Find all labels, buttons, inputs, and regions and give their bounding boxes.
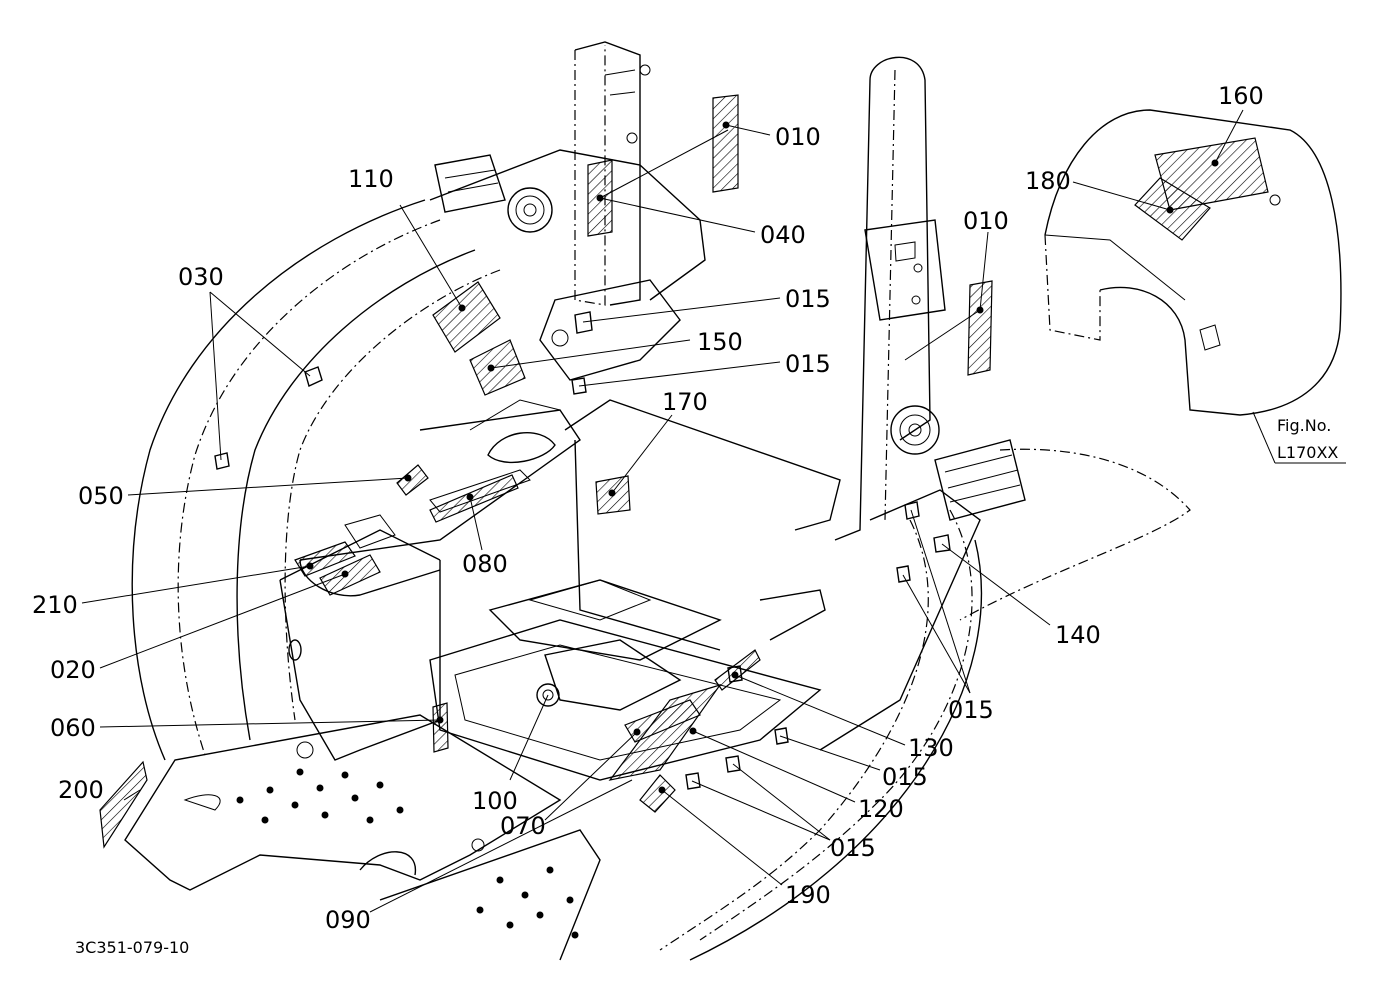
- callout-015: 015: [948, 696, 994, 724]
- callout-190: 190: [785, 881, 831, 909]
- right-work-light: [890, 405, 1026, 521]
- callout-labels: 010 040 110 030 015 150 015 010 160 180 …: [32, 82, 1264, 934]
- callout-050: 050: [78, 482, 124, 510]
- left-console: [279, 409, 581, 761]
- callout-110: 110: [348, 165, 394, 193]
- callout-090: 090: [325, 906, 371, 934]
- decal-010-right: [967, 280, 993, 376]
- callout-015: 015: [830, 834, 876, 862]
- decal-080: [429, 474, 519, 523]
- callout-030: 030: [178, 263, 224, 291]
- callout-015: 015: [882, 763, 928, 791]
- right-fender: [659, 448, 1191, 961]
- rops-post-left: [539, 41, 681, 381]
- decal-020: [319, 554, 381, 596]
- callout-010: 010: [775, 123, 821, 151]
- callout-040: 040: [760, 221, 806, 249]
- fig-no-value: L170XX: [1277, 443, 1338, 462]
- callout-015: 015: [785, 350, 831, 378]
- callout-080: 080: [462, 550, 508, 578]
- left-fender: [131, 149, 706, 761]
- decal-110: [432, 281, 501, 353]
- callout-060: 060: [50, 714, 96, 742]
- decal-190: [639, 774, 676, 813]
- callout-150: 150: [697, 328, 743, 356]
- decal-070: [624, 699, 701, 743]
- callout-210: 210: [32, 591, 78, 619]
- leader-dots: [306, 121, 1219, 794]
- decal-200: [99, 760, 148, 849]
- callout-180: 180: [1025, 167, 1071, 195]
- rear-cover: [1044, 109, 1342, 416]
- decal-050: [396, 464, 429, 496]
- callout-200: 200: [58, 776, 104, 804]
- decal-010-left: [712, 94, 739, 193]
- callout-170: 170: [662, 388, 708, 416]
- floor-step: [124, 714, 601, 961]
- decal-120: [608, 683, 722, 781]
- drawing-number: 3C351-079-10: [75, 938, 189, 957]
- rops-post-right: [834, 56, 946, 541]
- leader-lines: [81, 109, 1244, 913]
- left-work-light: [434, 154, 553, 233]
- callout-130: 130: [908, 734, 954, 762]
- figure-reference: Fig.No. L170XX: [1252, 411, 1346, 464]
- callout-140: 140: [1055, 621, 1101, 649]
- callout-010: 010: [963, 207, 1009, 235]
- decal-130: [714, 649, 761, 691]
- callout-070: 070: [500, 812, 546, 840]
- decal-060: [432, 702, 449, 753]
- callout-100: 100: [472, 787, 518, 815]
- callout-015: 015: [785, 285, 831, 313]
- callout-020: 020: [50, 656, 96, 684]
- callout-160: 160: [1218, 82, 1264, 110]
- decal-labels: [99, 94, 1269, 849]
- fig-no-label: Fig.No.: [1277, 416, 1331, 435]
- callout-120: 120: [858, 795, 904, 823]
